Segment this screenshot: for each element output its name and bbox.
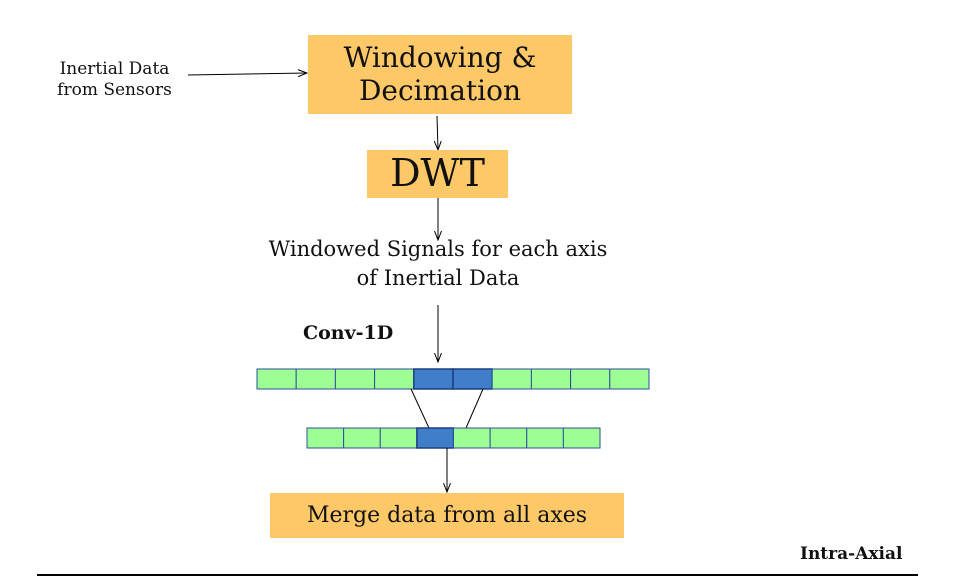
output-cell-7 <box>526 427 564 449</box>
output-cell-6 <box>489 427 528 449</box>
output-cell-5 <box>453 427 491 449</box>
arrow-input-to-windowing <box>187 73 307 75</box>
output-cell-2 <box>343 427 381 449</box>
intra-axial-label: Intra-Axial <box>800 544 902 565</box>
input-label-line2: from Sensors <box>57 80 172 101</box>
kernel-funnel-left <box>410 388 430 429</box>
input-cell-7 <box>491 368 532 390</box>
dwt-box: DWT <box>367 150 508 198</box>
dwt-label: DWT <box>390 151 485 196</box>
input-highlight-cell-5 <box>413 368 454 390</box>
input-label-line1: Inertial Data <box>59 59 170 79</box>
input-cell-2 <box>295 368 336 390</box>
merge-box: Merge data from all axes <box>270 493 624 538</box>
output-cell-8 <box>562 427 601 449</box>
conv-1d-label: Conv-1D <box>303 322 393 346</box>
output-cell-3 <box>379 427 418 449</box>
arrow-windowing-to-dwt <box>437 115 438 150</box>
windowing-line1: Windowing & <box>343 41 537 75</box>
input-cell-3 <box>334 368 376 390</box>
input-label: Inertial Data from Sensors <box>42 59 187 102</box>
signals-line1: Windowed Signals for each axis <box>268 237 608 261</box>
input-cell-8 <box>530 368 572 390</box>
merge-label: Merge data from all axes <box>306 502 588 528</box>
output-feature-map <box>306 427 601 449</box>
windowing-decimation-box: Windowing & Decimation <box>308 35 572 114</box>
input-feature-map <box>256 368 650 390</box>
output-highlight-cell-4 <box>416 427 455 449</box>
windowing-line2: Decimation <box>358 73 521 107</box>
kernel-funnel-right <box>465 388 484 429</box>
input-cell-4 <box>374 368 415 390</box>
input-cell-9 <box>570 368 611 390</box>
windowed-signals-label: Windowed Signals for each axis of Inerti… <box>238 236 638 292</box>
output-cell-1 <box>306 427 345 449</box>
conv-1d-text: Conv-1D <box>303 322 394 344</box>
input-cell-1 <box>256 368 297 390</box>
input-highlight-cell-6 <box>452 368 493 390</box>
input-cell-10 <box>609 368 650 390</box>
intra-axial-text: Intra-Axial <box>800 543 903 564</box>
signals-line2: of Inertial Data <box>356 266 520 291</box>
